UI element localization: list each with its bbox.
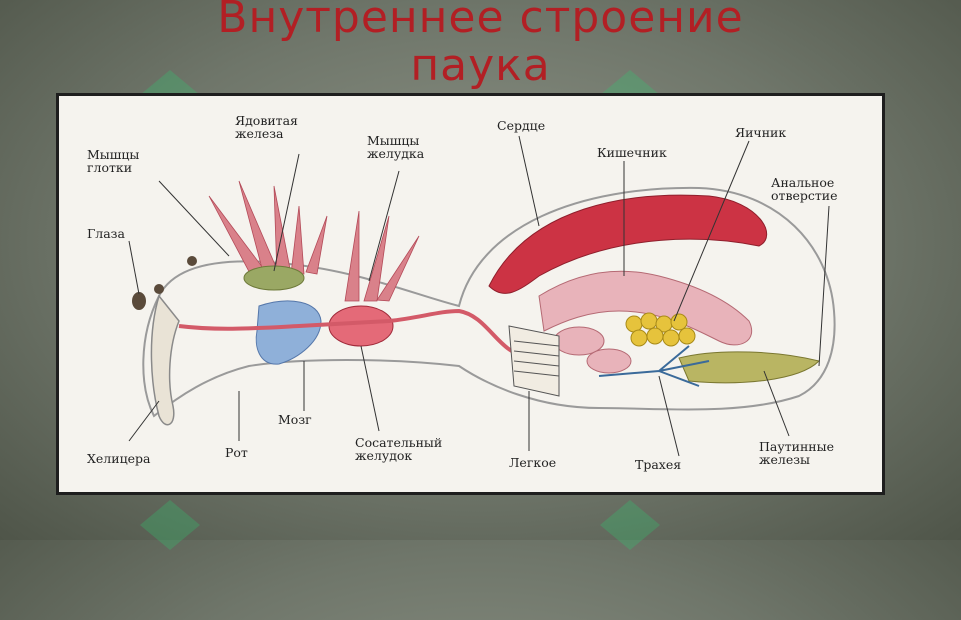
spider-anatomy-diagram bbox=[128, 135, 836, 457]
label-eyes: Глаза bbox=[87, 226, 125, 241]
label-pharynx-muscles-line2: глотки bbox=[87, 160, 133, 175]
label-anus-line1: Анальное bbox=[771, 175, 835, 190]
gut-tube bbox=[178, 308, 530, 358]
leader-lines bbox=[128, 135, 830, 457]
label-spinning-glands: Паутинные железы bbox=[759, 440, 834, 466]
ovary-shape bbox=[625, 312, 696, 347]
brain-shape bbox=[255, 300, 322, 365]
watermark-icon bbox=[140, 500, 200, 550]
trachea-shape bbox=[598, 345, 710, 387]
label-ovary: Яичник bbox=[735, 125, 787, 140]
chelicera-shape bbox=[150, 294, 180, 426]
label-stomach-muscles-line1: Мышцы bbox=[367, 133, 420, 148]
sucking-stomach-shape bbox=[328, 305, 394, 347]
label-brain: Мозг bbox=[278, 412, 312, 427]
watermark-icon bbox=[600, 500, 660, 550]
poison-gland-shape bbox=[243, 265, 305, 291]
label-chelicera: Хелицера bbox=[87, 451, 151, 466]
label-lung: Легкое bbox=[509, 455, 557, 470]
lung-shape bbox=[508, 325, 560, 397]
label-stomach-muscles-line2: желудка bbox=[367, 146, 425, 161]
heart-shape bbox=[488, 194, 768, 294]
label-trachea: Трахея bbox=[635, 457, 682, 472]
label-sucking-stomach-line2: желудок bbox=[355, 448, 413, 463]
title-line-2: паука bbox=[410, 40, 551, 91]
label-poison-gland-line2: железа bbox=[235, 126, 284, 141]
pharynx-muscle-fans bbox=[208, 180, 420, 302]
intestine-shape bbox=[538, 270, 753, 374]
label-poison-gland: Ядовитая железа bbox=[235, 114, 298, 140]
label-stomach-muscles: Мышцы желудка bbox=[367, 134, 424, 160]
spinning-glands-shape bbox=[678, 351, 820, 384]
eyes-cluster bbox=[132, 256, 197, 310]
label-sucking-stomach: Сосательный желудок bbox=[355, 436, 442, 462]
label-mouth: Рот bbox=[225, 445, 248, 460]
label-sucking-stomach-line1: Сосательный bbox=[355, 435, 443, 450]
label-anus-line2: отверстие bbox=[771, 188, 838, 203]
title-line-1: Внутреннее строение bbox=[217, 0, 744, 43]
label-intestine: Кишечник bbox=[597, 145, 667, 160]
label-pharynx-muscles: Мышцы глотки bbox=[87, 148, 139, 174]
label-spinning-glands-line2: железы bbox=[759, 452, 811, 467]
label-anus: Анальное отверстие bbox=[771, 176, 838, 202]
label-pharynx-muscles-line1: Мышцы bbox=[87, 147, 140, 162]
label-poison-gland-line1: Ядовитая bbox=[235, 113, 298, 128]
diagram-frame: Ядовитая железа Мышцы глотки Мышцы желуд… bbox=[56, 93, 885, 495]
label-heart: Сердце bbox=[497, 118, 546, 133]
label-spinning-glands-line1: Паутинные bbox=[759, 439, 834, 454]
